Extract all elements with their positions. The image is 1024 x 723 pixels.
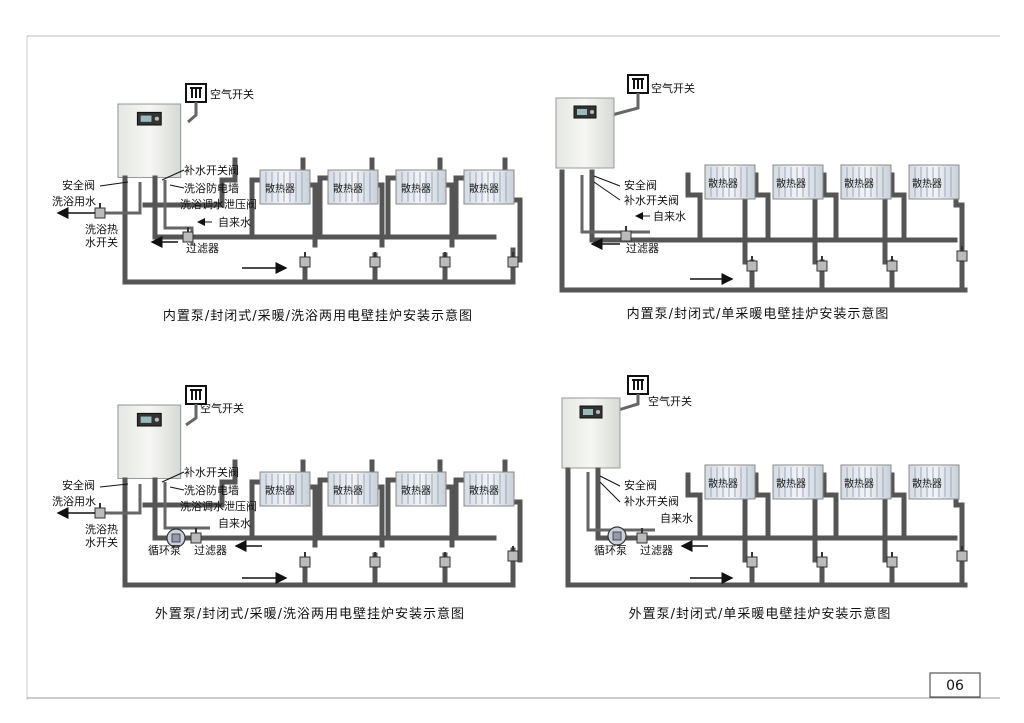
radiator-label: 散热器 [844, 177, 874, 190]
shower-pressure-label: 洗浴调水泄压阀 [180, 499, 257, 513]
boiler-icon [117, 103, 182, 179]
radiator-label: 散热器 [265, 484, 295, 497]
filter-label: 过滤器 [640, 544, 673, 557]
air-switch-label: 空气开关 [210, 87, 254, 101]
diagram-1: 空气开关 散热器 散热器 散热器 散热器 [52, 83, 523, 324]
diagram-title: 内置泵/封闭式/采暖/洗浴两用电壁挂炉安装示意图 [163, 308, 473, 324]
diagram-title: 外置泵/封闭式/采暖/洗浴两用电壁挂炉安装示意图 [155, 606, 465, 622]
makeup-valve-label: 补水开关阀 [184, 163, 239, 177]
shower-hot-switch-label: 水开关 [85, 235, 118, 249]
radiator-label: 散热器 [912, 177, 942, 190]
shower-hot-switch-label: 洗浴热 [85, 523, 118, 536]
page-number: 06 [946, 678, 964, 694]
makeup-valve-label: 补水开关阀 [624, 494, 679, 508]
radiator-label: 散热器 [776, 477, 806, 490]
shower-wall-label: 洗浴防电墙 [184, 181, 239, 195]
radiator-label: 散热器 [844, 477, 874, 490]
filter-label: 过滤器 [626, 242, 659, 255]
diagram-4: 空气开关 散热器 散热器 散热器 散热器 安全阀 补 [561, 375, 968, 622]
makeup-valve-label: 补水开关阀 [184, 465, 239, 479]
tap-water-label: 自来水 [218, 517, 251, 530]
shower-pressure-label: 洗浴调水泄压阀 [180, 197, 257, 211]
diagram-2: 空气开关 散热器 散热器 散热器 散热器 安全阀 补水开关阀 [555, 74, 968, 322]
air-switch-label: 空气开关 [648, 394, 692, 408]
shower-water-label: 洗浴用水 [52, 495, 96, 508]
shower-wall-label: 洗浴防电墙 [184, 483, 239, 497]
tap-water-label: 自来水 [660, 512, 693, 525]
radiator-label: 散热器 [265, 182, 295, 195]
air-switch-icon [185, 83, 207, 103]
boiler-icon [117, 404, 182, 480]
radiator-label: 散热器 [912, 477, 942, 490]
safety-valve-label: 安全阀 [62, 478, 95, 492]
radiator-label: 散热器 [333, 484, 363, 497]
radiator-label: 散热器 [708, 177, 738, 190]
makeup-valve-label: 补水开关阀 [624, 193, 679, 207]
radiator-label: 散热器 [401, 484, 431, 497]
air-switch-icon [627, 74, 649, 94]
safety-valve-label: 安全阀 [624, 478, 657, 492]
safety-valve-label: 安全阀 [624, 178, 657, 192]
radiator-label: 散热器 [708, 477, 738, 490]
radiator-label: 散热器 [469, 484, 499, 497]
filter-label: 过滤器 [186, 242, 219, 255]
radiator-label: 散热器 [469, 182, 499, 195]
shower-water-label: 洗浴用水 [52, 195, 96, 208]
tap-water-label: 自来水 [218, 216, 251, 229]
boiler-icon [561, 397, 621, 469]
shower-hot-switch-label: 洗浴热 [85, 223, 118, 236]
radiator-label: 散热器 [333, 182, 363, 195]
diagram-title: 内置泵/封闭式/单采暖电壁挂炉安装示意图 [627, 306, 890, 322]
filter-label: 过滤器 [194, 544, 227, 557]
tap-water-label: 自来水 [653, 210, 686, 223]
radiator-label: 散热器 [776, 177, 806, 190]
diagram-title: 外置泵/封闭式/单采暖电壁挂炉安装示意图 [629, 606, 892, 622]
boiler-icon [555, 97, 615, 169]
circulation-pump-label: 循环泵 [148, 544, 181, 557]
radiator-label: 散热器 [401, 182, 431, 195]
circulation-pump-label: 循环泵 [594, 544, 627, 557]
air-switch-label: 空气开关 [651, 81, 695, 95]
safety-valve-label: 安全阀 [62, 178, 95, 192]
shower-hot-switch-label: 水开关 [85, 535, 118, 549]
page-number-box [929, 672, 981, 698]
air-switch-label: 空气开关 [200, 401, 244, 415]
circulation-pump-icon [607, 526, 627, 546]
diagram-3: 空气开关 散热器 散热器 散热器 散热器 [52, 385, 523, 622]
air-switch-icon [627, 375, 649, 395]
